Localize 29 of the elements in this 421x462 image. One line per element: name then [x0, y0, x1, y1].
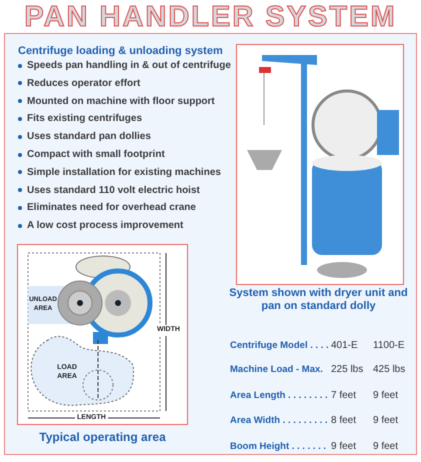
- spec-value: 225 lbs: [331, 363, 364, 377]
- spec-value: 9 feet: [373, 414, 400, 428]
- spec-value: 9 feet: [373, 440, 400, 454]
- list-item: Uses standard pan dollies: [27, 130, 151, 144]
- spec-value: 9 feet: [373, 389, 400, 403]
- spec-value: 401-E: [331, 339, 359, 353]
- list-item: Speeds pan handling in & out of centrifuge: [27, 59, 231, 73]
- list-item: Eliminates need for overhead crane: [27, 201, 196, 216]
- photo-caption: System shown with dryer unit and pan on standard dolly: [228, 287, 409, 313]
- spec-name: Area Width . . . . . . . . .: [230, 415, 328, 426]
- spec-name: Centrifuge Model . . . .: [230, 340, 329, 351]
- spec-value: 7 feet: [331, 389, 358, 403]
- spec-name: Boom Height . . . . . . .: [230, 441, 326, 452]
- spec-value: 425 lbs: [373, 363, 406, 377]
- list-item: Fits existing centrifuges: [27, 112, 142, 126]
- spec-value: 9 feet: [331, 440, 358, 454]
- title: PAN HANDLER SYSTEM: [23, 0, 398, 34]
- list-item: Reduces operator effort: [27, 76, 140, 91]
- spec-name: Machine Load - Max.: [230, 364, 323, 375]
- list-item: Mounted on machine with floor support: [27, 94, 215, 109]
- list-item: Uses standard 110 volt electric hoist: [27, 184, 200, 198]
- drawing-caption: Typical operating area: [38, 429, 167, 446]
- spec-value: 1100-E: [373, 339, 406, 353]
- list-item: A low cost process improvement: [27, 219, 184, 234]
- spec-name: Area Length . . . . . . . .: [230, 390, 328, 401]
- list-item: Simple installation for existing machines: [27, 166, 221, 180]
- list-item: Compact with small footprint: [27, 148, 165, 162]
- list-heading: Centrifuge loading & unloading system: [18, 44, 223, 59]
- spec-value: 8 feet: [331, 414, 358, 428]
